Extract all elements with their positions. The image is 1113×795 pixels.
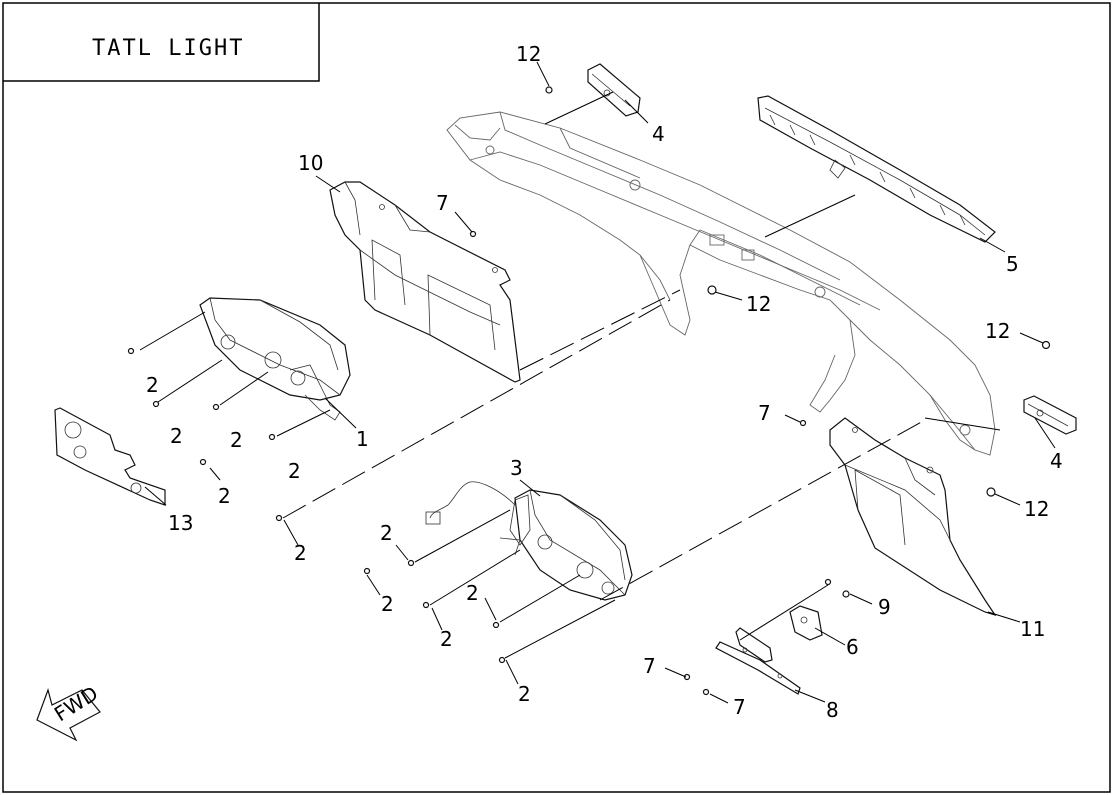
plate-bracket: [715, 627, 801, 695]
fwd-label: FWD: [50, 681, 102, 726]
callout-2-c: 2: [230, 428, 243, 452]
callout-6: 6: [846, 635, 859, 659]
leader-lines: [139, 61, 1056, 704]
callout-2-g: 2: [294, 541, 307, 565]
callout-12-lower: 12: [1024, 497, 1049, 521]
callout-4-right: 4: [1050, 449, 1063, 473]
callout-7-lower: 7: [733, 695, 746, 719]
callout-2-h: 2: [381, 592, 394, 616]
left-light-bracket: [329, 181, 521, 383]
callout-7-lower-left: 7: [643, 654, 656, 678]
callout-12-right: 12: [985, 319, 1010, 343]
callout-10: 10: [298, 151, 323, 175]
callout-2-a: 2: [146, 373, 159, 397]
callout-7-right: 7: [758, 401, 771, 425]
title-box: [3, 3, 320, 82]
right-light-bracket: [829, 417, 997, 617]
callout-9: 9: [878, 595, 891, 619]
reflector-right: [1023, 395, 1077, 435]
callout-5: 5: [1006, 252, 1019, 276]
forward-arrow-icon: FWD: [36, 681, 102, 742]
reflector-upper: [587, 63, 641, 117]
fasteners: [127, 86, 1051, 696]
callout-4-top: 4: [652, 122, 665, 146]
callout-12-top: 12: [516, 42, 541, 66]
left-tail-light: [199, 297, 351, 421]
callout-12-center: 12: [746, 292, 771, 316]
rear-bumper-bracket: [446, 111, 996, 456]
callout-11: 11: [1020, 617, 1045, 641]
high-mount-light: [757, 95, 996, 243]
callout-2-k: 2: [518, 682, 531, 706]
connector-block: [789, 605, 823, 641]
right-tail-light: [425, 481, 633, 601]
callout-2-e: 2: [218, 484, 231, 508]
gasket-sheet: [54, 407, 166, 506]
callout-3: 3: [510, 456, 523, 480]
alignment-lines: [282, 289, 926, 601]
callout-2-j: 2: [440, 627, 453, 651]
callout-8: 8: [826, 698, 839, 722]
callout-2-d: 2: [288, 459, 301, 483]
callout-2-b: 2: [170, 424, 183, 448]
callout-1: 1: [356, 427, 369, 451]
callout-13: 13: [168, 511, 193, 535]
callout-labels: 12 4 10 7 5 12 12 2 2 2 1 2 2 13 7 4 3 2…: [146, 42, 1063, 722]
callout-2-f: 2: [380, 521, 393, 545]
diagram-title: TATL LIGHT: [92, 36, 244, 61]
callout-2-i: 2: [466, 581, 479, 605]
callout-7-upper: 7: [436, 191, 449, 215]
